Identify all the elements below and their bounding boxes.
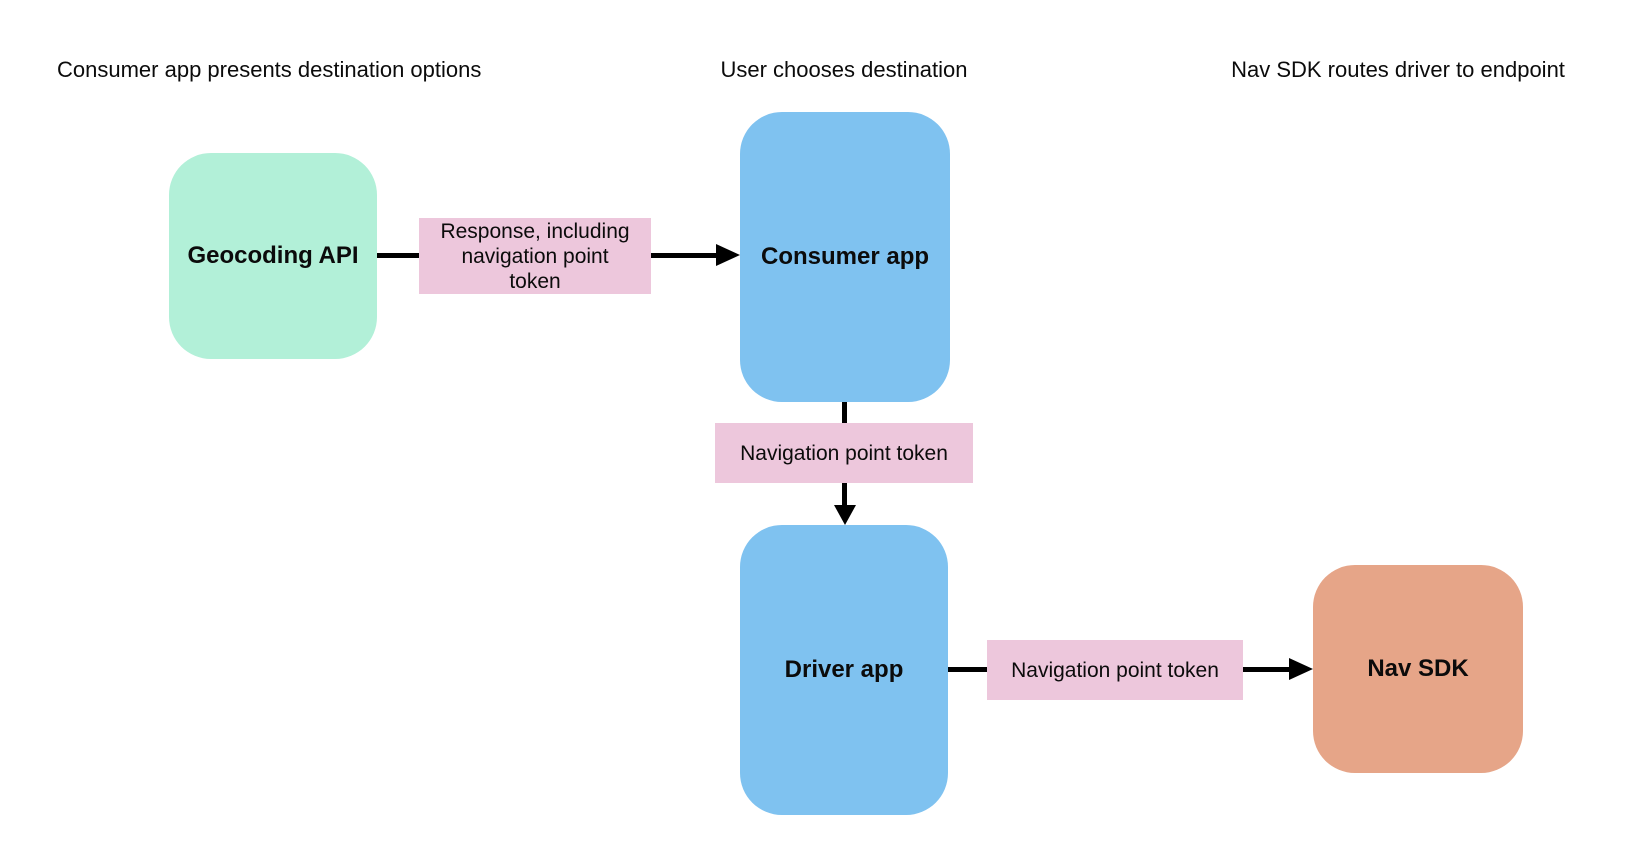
edge-label-to-consumer-line — [651, 253, 717, 258]
edge-geocoding-to-label-line — [377, 253, 419, 258]
edge-label-response-including-token: Response, including navigation point tok… — [419, 218, 651, 294]
edge-label-to-driver-line — [842, 483, 847, 506]
arrowhead-into-consumer-app-icon — [716, 244, 740, 266]
node-consumer-app-label: Consumer app — [760, 243, 930, 270]
edge-driver-to-label-line — [948, 667, 987, 672]
node-geocoding-api-label: Geocoding API — [187, 242, 359, 269]
edge-label-navigation-point-token-1: Navigation point token — [715, 423, 973, 483]
edge-label-navigation-point-token-2-text: Navigation point token — [1011, 658, 1219, 682]
node-driver-app-label: Driver app — [784, 656, 904, 683]
edge-label-navigation-point-token-1-text: Navigation point token — [740, 441, 948, 465]
edge-consumer-to-label-line — [842, 402, 847, 423]
node-nav-sdk-label: Nav SDK — [1367, 655, 1469, 682]
node-driver-app: Driver app — [740, 525, 948, 815]
node-consumer-app: Consumer app — [740, 112, 950, 402]
arrowhead-into-driver-app-icon — [834, 505, 856, 525]
step-heading-user-chooses: User chooses destination — [720, 57, 968, 82]
node-geocoding-api: Geocoding API — [169, 153, 377, 359]
node-nav-sdk: Nav SDK — [1313, 565, 1523, 773]
step-heading-consumer-presents: Consumer app presents destination option… — [57, 57, 482, 82]
step-heading-navsdk-routes: Nav SDK routes driver to endpoint — [1231, 57, 1565, 82]
edge-label-response-including-token-text: Response, including navigation point tok… — [440, 219, 630, 293]
edge-label-to-navsdk-line — [1243, 667, 1290, 672]
arrowhead-into-nav-sdk-icon — [1289, 658, 1313, 680]
edge-label-navigation-point-token-2: Navigation point token — [987, 640, 1243, 700]
